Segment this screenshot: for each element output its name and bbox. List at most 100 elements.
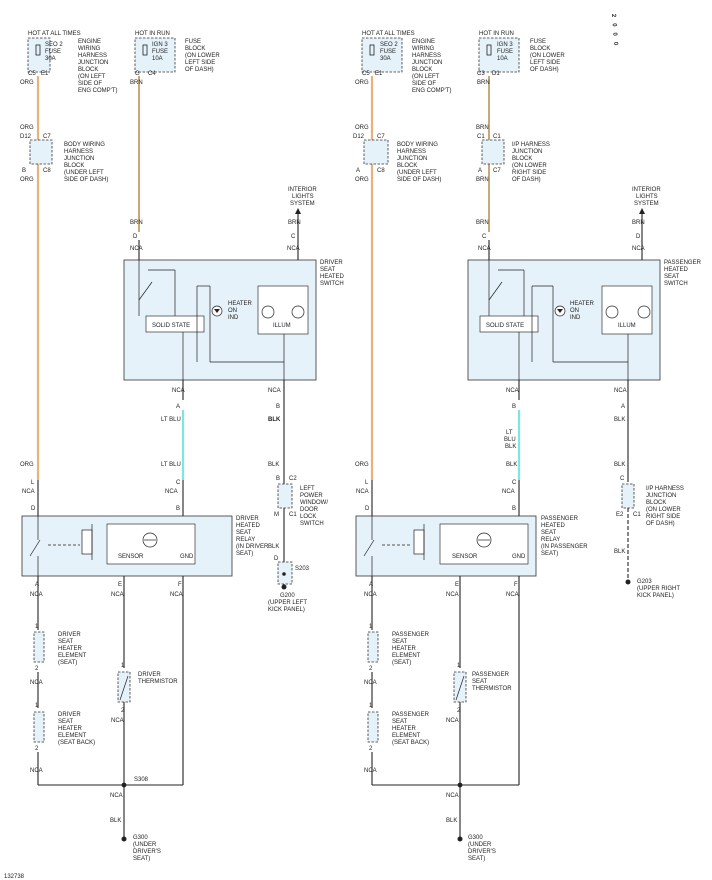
driver-junction-wire-label-2: ORG [20, 177, 34, 183]
driver-fuse-b-location: FUSE BLOCK (ON LOWER LEFT SIDE OF DASH) [185, 39, 220, 73]
driver-switch-pin-c: C [291, 234, 296, 240]
svg-text:SWITCH: SWITCH [320, 281, 344, 287]
passenger-ip-junction-conn-1: C1 [493, 134, 501, 140]
driver-circuit: HOT AT ALL TIMES SEO 2 FUSE 30A C5 E1 EN… [20, 31, 345, 862]
svg-text:SEAT: SEAT [392, 719, 408, 725]
driver-fuse-b-rating: 10A [152, 56, 163, 62]
passenger-fuse-b-word: FUSE [497, 49, 513, 55]
driver-fuse-b-pin: G [135, 71, 140, 77]
passenger-junction-pin-2: A [356, 168, 360, 174]
driver-thermistor-pin-2: 2 [121, 708, 125, 714]
passenger-fuse-a-box [361, 37, 403, 73]
svg-text:SEAT: SEAT [472, 679, 488, 685]
driver-ground-g200-loc-1: (UPPER LEFT [268, 600, 307, 606]
driver-fuse-a-location: ENGINE WIRING HARNESS JUNCTION BLOCK (ON… [78, 39, 117, 94]
passenger-solid-state-label: SOLID STATE [486, 323, 524, 329]
svg-text:SEAT: SEAT [58, 639, 74, 645]
svg-text:ENGINE: ENGINE [78, 39, 101, 45]
driver-nca-3: NCA [172, 388, 185, 394]
passenger-fuse-b-cavity: D1 [492, 71, 500, 77]
svg-text:ELEMENT: ELEMENT [58, 653, 87, 659]
passenger-brn-label-mid: BRN [476, 220, 489, 226]
driver-ground-g200-loc-2: KICK PANEL) [268, 607, 305, 613]
driver-solid-state [145, 315, 205, 333]
svg-text:(IN PASSENGER: (IN PASSENGER [541, 544, 588, 550]
passenger-relay-pin-d: D [365, 506, 370, 512]
passenger-nca-11: NCA [364, 768, 377, 774]
passenger-branch-pin-c: C [620, 476, 625, 482]
driver-ground-g300-icon [121, 836, 127, 842]
svg-text:LT: LT [506, 430, 513, 436]
passenger-blk-label-3: BLK [614, 462, 625, 468]
passenger-fuse-b-title: HOT IN RUN [479, 31, 514, 37]
svg-text:ELEMENT: ELEMENT [392, 733, 421, 739]
svg-text:SYSTEM: SYSTEM [290, 201, 315, 207]
svg-text:HEATER: HEATER [570, 301, 595, 307]
passenger-nca-7: NCA [364, 592, 377, 598]
passenger-fuse-b-box [478, 37, 520, 73]
driver-fuse-a-pin: C5 [28, 71, 36, 77]
passenger-thermistor-pin-2: 2 [457, 708, 461, 714]
svg-text:SEAT: SEAT [392, 639, 408, 645]
svg-text:DRIVER'S: DRIVER'S [133, 849, 161, 855]
passenger-fuse-a-title: HOT AT ALL TIMES [362, 31, 415, 37]
driver-junction-conn-1: C7 [43, 134, 51, 140]
svg-text:POWER: POWER [300, 493, 323, 499]
passenger-ip-junction-pin-1: C1 [477, 134, 485, 140]
passenger-nca-13: NCA [446, 793, 459, 799]
svg-text:SWITCH: SWITCH [664, 281, 688, 287]
driver-lights-arrow [295, 208, 301, 214]
driver-brn-label-mid: BRN [130, 220, 143, 226]
passenger-fuse-a-cavity: E1 [375, 71, 383, 77]
driver-solid-state-label: SOLID STATE [152, 323, 190, 329]
passenger-relay-name: PASSENGER HEATED SEAT RELAY (IN PASSENGE… [541, 516, 588, 557]
driver-nca-1: NCA [130, 246, 143, 252]
svg-text:(ON LOWER: (ON LOWER [646, 507, 681, 513]
driver-branch-pin-g: B [276, 476, 280, 482]
passenger-element1-pin-2: 2 [369, 666, 373, 672]
svg-text:DOOR: DOOR [300, 507, 319, 513]
svg-text:JUNCTION: JUNCTION [412, 60, 442, 66]
passenger-fuse-a-rating: 30A [380, 56, 391, 62]
driver-blk-label-4: BLK [110, 818, 121, 824]
passenger-blk-label-4: BLK [614, 549, 625, 555]
driver-ltblu-label-2: LT BLU [161, 462, 181, 468]
svg-text:(SEAT BACK): (SEAT BACK) [58, 740, 95, 746]
svg-text:(IN DRIVER: (IN DRIVER [236, 544, 269, 550]
driver-branch-pin-m: M [274, 512, 279, 518]
driver-branch-pin-d: D [274, 556, 279, 562]
driver-nca-13: NCA [110, 793, 123, 799]
driver-illum-label: ILLUM [273, 323, 291, 329]
passenger-relay-pin-e: E [455, 582, 459, 588]
svg-text:SEAT: SEAT [320, 267, 336, 273]
passenger-nca-5: NCA [356, 489, 369, 495]
driver-relay-contact [29, 539, 41, 557]
svg-text:BLOCK: BLOCK [530, 46, 550, 52]
driver-switch-pin-a: A [176, 404, 180, 410]
driver-element2-pin-1: 1 [35, 703, 39, 709]
passenger-interior-lights-label: INTERIOR LIGHTS SYSTEM [632, 187, 661, 207]
svg-text:BLOCK: BLOCK [64, 163, 84, 169]
svg-text:(SEAT): (SEAT) [392, 660, 411, 666]
svg-text:HARNESS: HARNESS [64, 149, 93, 155]
driver-nca-7: NCA [30, 592, 43, 598]
passenger-ground-g300-icon [457, 836, 463, 842]
driver-ground-g300-label: G300 [133, 835, 148, 841]
svg-text:HEATER: HEATER [228, 301, 253, 307]
driver-splice-dot [282, 572, 286, 576]
driver-branch-conn-mid: C1 [289, 512, 297, 518]
passenger-ip-junction-pin-2: A [478, 168, 482, 174]
svg-text:HARNESS: HARNESS [412, 53, 441, 59]
passenger-nca-12: NCA [446, 718, 459, 724]
svg-text:HEATED: HEATED [236, 523, 261, 529]
svg-text:(SEAT): (SEAT) [58, 660, 77, 666]
passenger-fuse-b-name: IGN 3 [497, 42, 513, 48]
svg-text:LEFT SIDE: LEFT SIDE [185, 60, 215, 66]
driver-gnd-label: GND [180, 554, 194, 560]
svg-text:PASSENGER: PASSENGER [541, 516, 579, 522]
svg-text:SEAT: SEAT [236, 530, 252, 536]
passenger-thermistor-symbol [455, 675, 465, 701]
passenger-blk-label-2: BLK [614, 417, 625, 423]
driver-relay-pin-a: A [35, 582, 39, 588]
driver-relay-pin-b: B [176, 506, 180, 512]
